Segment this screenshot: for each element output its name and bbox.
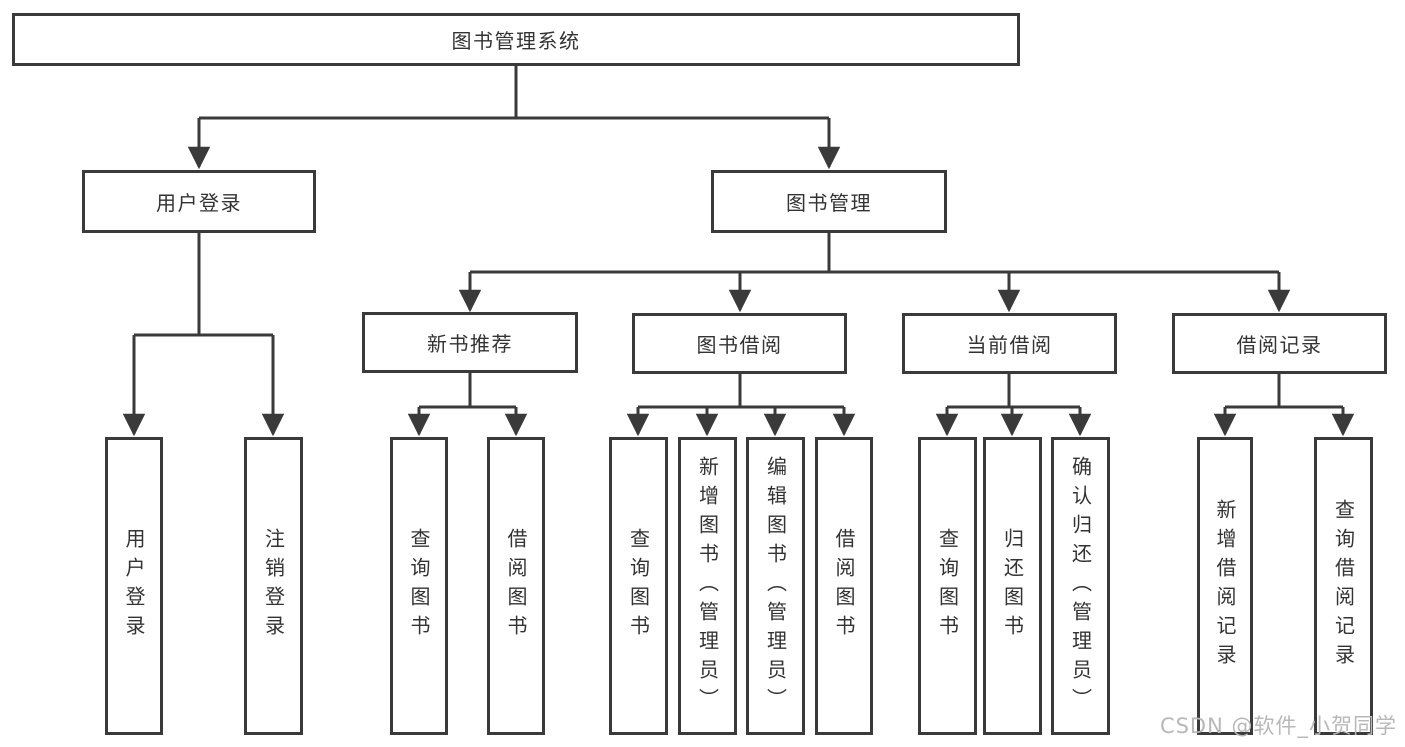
leaf-borrow-books-label: 借阅图书 [832, 528, 856, 644]
node-current-borrow: 当前借阅 [902, 313, 1117, 374]
leaf-confirm-return-admin-label: 确认归还（管理员） [1068, 455, 1093, 717]
node-root-system: 图书管理系统 [12, 13, 1020, 66]
leaf-query-books-recommend-label: 查询图书 [407, 528, 431, 644]
leaf-add-book-admin-label: 新增图书（管理员） [695, 455, 720, 717]
node-book-borrow-label: 图书借阅 [696, 333, 783, 357]
leaf-borrow-books: 借阅图书 [815, 437, 873, 735]
leaf-query-books-current-label: 查询图书 [935, 528, 960, 644]
leaf-query-books-borrow: 查询图书 [609, 437, 668, 735]
leaf-query-books-recommend: 查询图书 [390, 437, 448, 735]
leaf-borrow-books-recommend-label: 借阅图书 [504, 528, 528, 644]
node-new-book-recommend-label: 新书推荐 [427, 332, 513, 356]
node-root-label: 图书管理系统 [451, 29, 581, 53]
leaf-logout-label: 注销登录 [261, 528, 286, 644]
leaf-return-books-label: 归还图书 [1000, 528, 1025, 644]
leaf-user-login-label: 用户登录 [122, 528, 146, 644]
leaf-query-borrow-record: 查询借阅记录 [1314, 437, 1373, 735]
node-current-borrow-label: 当前借阅 [966, 333, 1053, 357]
leaf-add-book-admin: 新增图书（管理员） [678, 437, 737, 735]
leaf-query-books-borrow-label: 查询图书 [626, 528, 651, 644]
leaf-add-borrow-record-label: 新增借阅记录 [1213, 499, 1237, 673]
leaf-add-borrow-record: 新增借阅记录 [1197, 437, 1253, 735]
node-new-book-recommend: 新书推荐 [362, 312, 578, 373]
node-user-login: 用户登录 [82, 170, 316, 233]
leaf-borrow-books-recommend: 借阅图书 [487, 437, 545, 735]
leaf-user-login: 用户登录 [105, 437, 163, 735]
node-book-management-label: 图书管理 [786, 191, 872, 215]
node-book-borrow: 图书借阅 [632, 313, 847, 374]
node-borrow-records: 借阅记录 [1172, 313, 1387, 374]
leaf-edit-book-admin-label: 编辑图书（管理员） [763, 455, 788, 717]
leaf-query-borrow-record-label: 查询借阅记录 [1331, 499, 1356, 673]
node-user-login-label: 用户登录 [156, 191, 242, 215]
leaf-confirm-return-admin: 确认归还（管理员） [1051, 437, 1110, 735]
node-borrow-records-label: 借阅记录 [1236, 333, 1323, 357]
leaf-query-books-current: 查询图书 [918, 437, 977, 735]
leaf-edit-book-admin: 编辑图书（管理员） [746, 437, 805, 735]
csdn-watermark: CSDN @软件_小贺同学 [1159, 714, 1397, 738]
leaf-return-books: 归还图书 [983, 437, 1042, 735]
node-book-management: 图书管理 [711, 170, 947, 233]
leaf-logout: 注销登录 [244, 437, 303, 735]
